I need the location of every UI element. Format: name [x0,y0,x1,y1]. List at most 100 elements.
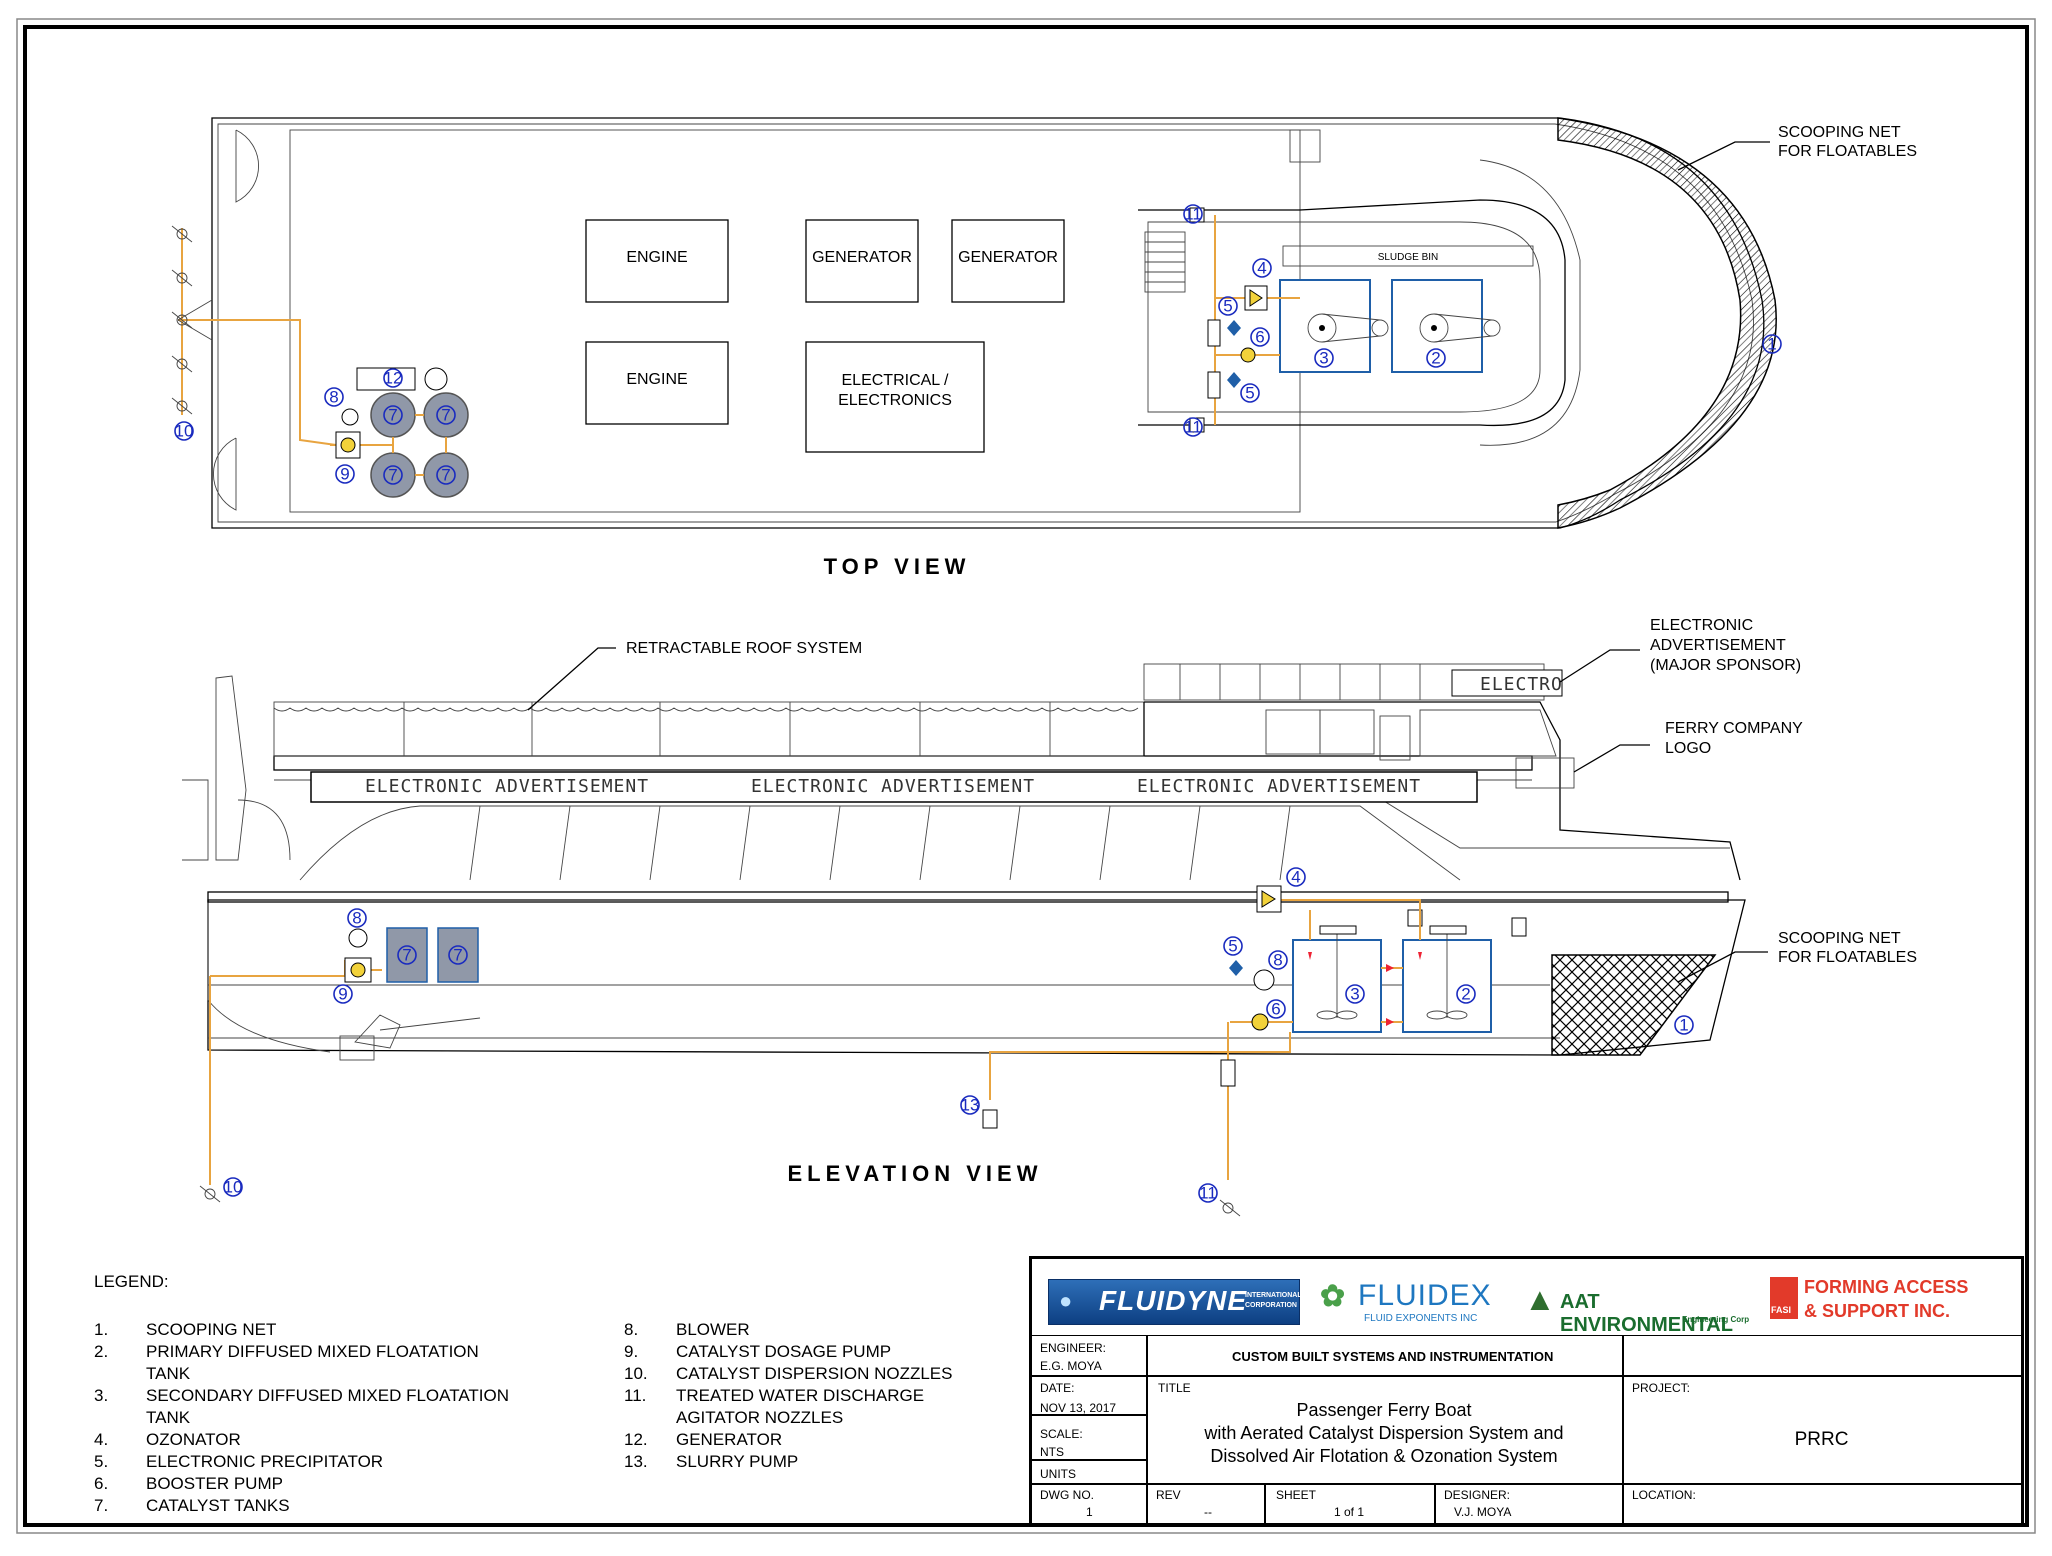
rev-label: REV [1156,1488,1181,1502]
electrical-label-2: ELECTRONICS [838,392,952,409]
legend-column-1: 1.SCOOPING NET 2.PRIMARY DIFFUSED MIXED … [94,1319,526,1517]
electrical-box [805,341,985,453]
stern-mast [215,675,247,861]
callout-ad-1: ELECTRONIC [1650,617,1753,634]
svg-text:10: 10 [224,1178,243,1197]
leader-logo [1573,744,1650,773]
legend-item: 6.BOOSTER PUMP [94,1474,283,1493]
engine-2-box [585,341,729,425]
legend-item: 3.SECONDARY DIFFUSED MIXED FLOATATION TA… [94,1386,510,1427]
catalyst-tanks-top [330,392,469,498]
callout-logo-2: LOGO [1665,740,1711,757]
bridge-outline [1138,199,1566,427]
engine-1-label: ENGINE [626,249,687,266]
svg-text:5: 5 [1245,384,1254,403]
engineer-label: ENGINEER: [1040,1341,1107,1355]
svg-text:11: 11 [1184,205,1202,224]
precipitator-top-2 [1227,372,1241,388]
tank-3-top [1279,279,1371,373]
sheet-value: 1 of 1 [1334,1505,1365,1519]
engineer-value: E.G. MOYA [1040,1359,1102,1373]
title-label: TITLE [1158,1381,1191,1395]
bridge-superstructure [1143,701,1741,881]
nozzles-10-top [171,225,213,415]
bridge-inner [1147,221,1541,413]
legend-item: AGITATOR NOZZLES [676,1408,844,1427]
units-label: UNITS [1040,1467,1076,1481]
sludge-bin-label: SLUDGE BIN [1378,252,1439,263]
engine-2-label: ENGINE [626,371,687,388]
callout-scooping-net-top-1: SCOOPING NET [1778,124,1901,141]
nozzle-10-elev [204,1188,216,1200]
fasi-logo: FASI FORMING ACCESS & SUPPORT INC. [1770,1277,1969,1321]
project-label: PROJECT: [1632,1381,1691,1395]
dosage-pump-top [335,431,361,459]
maat-m-icon: ▲ [1524,1281,1556,1317]
catalyst-tank-elev-1 [386,927,428,983]
blower-top [341,408,359,426]
date-label: DATE: [1040,1381,1075,1395]
svg-text:11: 11 [1199,1184,1217,1203]
svg-text:2: 2 [1431,349,1440,368]
booster-pump-top [1240,347,1256,363]
bridge-box [1289,129,1321,163]
svg-text:7: 7 [453,946,462,965]
svg-text:3: 3 [1319,349,1328,368]
svg-text:10: 10 [175,422,194,441]
engine-1-box [585,219,729,303]
svg-text:8: 8 [1273,951,1282,970]
stern-detail [235,129,259,203]
ad-banner-text-2: ELECTRONIC ADVERTISEMENT [751,776,1035,797]
sponsor-ad-text: ELECTRO [1480,674,1563,695]
svg-text:3: 3 [1350,985,1359,1004]
legend-item: 12.GENERATOR [624,1430,783,1449]
legend-title: LEGEND: [94,1272,169,1291]
legend-item: 4.OZONATOR [94,1430,241,1449]
callout-retractable-roof: RETRACTABLE ROOF SYSTEM [626,640,862,657]
pipe-slurry-elev [989,1032,1291,1100]
maat-logo: ▲ AAT ENVIRONMENTAL Engineering Corp [1524,1281,1750,1336]
scooping-net-elev [1551,954,1717,1056]
elev-number-markers: 1 2 3 4 5 6 7 7 8 8 9 10 11 13 [223,867,1694,1203]
drawing-title: Passenger Ferry Boat with Aerated Cataly… [1146,1399,1622,1468]
designer-label: DESIGNER: [1444,1488,1511,1502]
designer-value: V.J. MOYA [1454,1505,1512,1519]
upper-deck [273,755,1533,771]
svg-text:12: 12 [384,369,403,388]
elevation-view-title: ELEVATION VIEW [788,1161,1043,1186]
svg-text:7: 7 [402,946,411,965]
leader-ad [1559,649,1640,683]
elevation-view: ELECTRO ELECTRONIC ADVERTISEMENT ELECTRO… [182,617,1917,1217]
legend-item: 2.PRIMARY DIFFUSED MIXED FLOATATION TANK [94,1342,479,1383]
scale-value: NTS [1040,1445,1064,1459]
legend-item: 9.CATALYST DOSAGE PUMP [624,1342,892,1361]
precipitator-top-1 [1227,320,1241,336]
fluidex-logo: ✿ FLUIDEX FLUID EXPONENTS INC [1320,1279,1492,1324]
generator-2-label: GENERATOR [958,249,1058,266]
svg-text:5: 5 [1223,297,1232,316]
svg-text:9: 9 [338,985,347,1004]
drawing-title-line-2: with Aerated Catalyst Dispersion System … [1204,1423,1564,1443]
svg-text:11: 11 [1184,418,1202,437]
booster-pump-elev [1251,1013,1269,1031]
callout-scooping-net-elev-2: FOR FLOATABLES [1778,949,1917,966]
pipe-dosage-elev [210,960,346,977]
ad-banner [310,771,1478,803]
svg-text:1: 1 [1679,1016,1688,1035]
nozzle-bank-top-1 [1207,319,1221,347]
main-deck [207,891,1729,903]
svg-text:4: 4 [1291,868,1300,887]
svg-text:8: 8 [352,909,361,928]
svg-text:8: 8 [329,388,338,407]
slurry-pump-elev [982,1109,998,1129]
stern-detail [213,437,237,511]
scooping-net-top [1557,117,1777,529]
precipitator-elev [1229,960,1243,976]
callout-scooping-net-top-2: FOR FLOATABLES [1778,143,1917,160]
top-view-title: TOP VIEW [824,554,971,579]
location-label: LOCATION: [1632,1488,1696,1502]
blower-elev-stern [348,928,368,948]
fluidyne-logo: FLUIDYNE INTERNATIONAL CORPORATION ● [1048,1279,1302,1325]
svg-text:7: 7 [441,466,450,485]
